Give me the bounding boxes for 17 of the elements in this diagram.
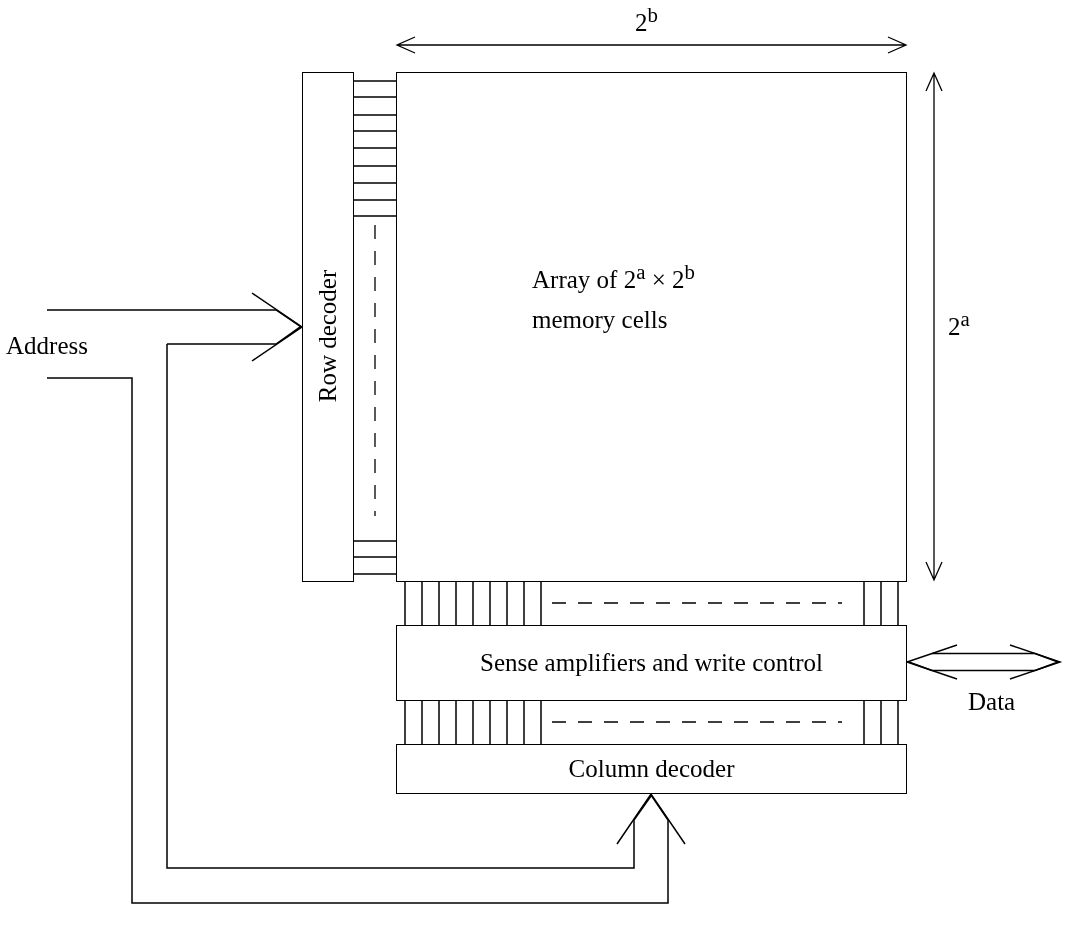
bus-arrow	[46, 343, 686, 904]
memory-array-box	[396, 72, 907, 582]
row-decoder-box	[302, 72, 354, 582]
wire-bundle	[404, 700, 899, 745]
block-label: Array of 2$^{a}$ × 2$^{b}$ memory cells	[532, 259, 696, 336]
wire-bundle	[404, 581, 899, 626]
block-label: Sense amplifiers and write control	[479, 647, 824, 678]
sense-amplifier-box	[396, 625, 907, 701]
bus-arrow	[46, 292, 303, 362]
address-label: Address	[6, 328, 130, 364]
column-decoder-box	[396, 744, 907, 794]
block-label: Column decoder	[567, 753, 736, 784]
wire-bundle	[353, 80, 397, 575]
dimension-label: 2$^{a}$	[948, 306, 970, 343]
dimension-label: 2$^{b}$	[635, 2, 658, 39]
bus-arrow	[906, 644, 1061, 680]
block-label: Row decoder	[312, 269, 342, 403]
